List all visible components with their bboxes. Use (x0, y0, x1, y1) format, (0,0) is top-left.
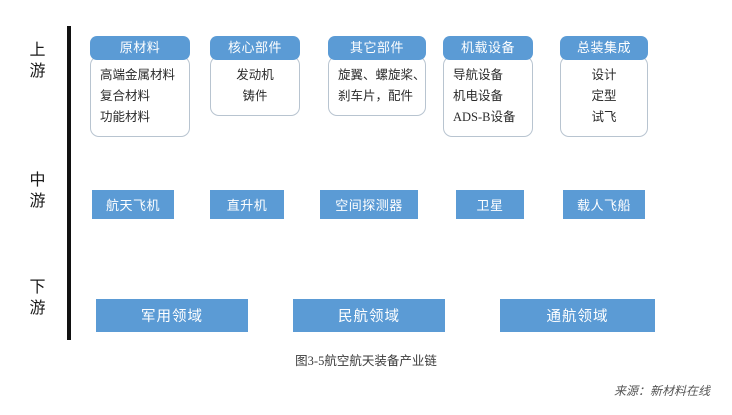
midstream-box-satellite[interactable]: 卫星 (456, 190, 524, 219)
card-item: 高端金属材料 (100, 68, 176, 82)
stage-label-upstream-line2: 游 (29, 63, 47, 80)
card-title: 核心部件 (210, 36, 300, 60)
card-body: 旋翼、螺旋桨、 刹车片，配件 (328, 56, 426, 116)
upstream-card-core-components[interactable]: 核心部件 发动机 铸件 (210, 36, 300, 116)
card-title: 原材料 (90, 36, 190, 60)
card-item: 发动机 (236, 68, 274, 82)
card-item: 定型 (591, 89, 617, 103)
card-title: 其它部件 (328, 36, 426, 60)
card-item: 试飞 (591, 110, 617, 124)
card-item: 机电设备 (453, 89, 504, 103)
card-body: 导航设备 机电设备 ADS-B设备 (443, 56, 533, 137)
upstream-card-onboard-equipment[interactable]: 机载设备 导航设备 机电设备 ADS-B设备 (443, 36, 533, 137)
downstream-box-military[interactable]: 军用领域 (96, 299, 248, 332)
downstream-box-general-aviation[interactable]: 通航领域 (500, 299, 655, 332)
card-item: ADS-B设备 (453, 110, 516, 124)
card-body: 高端金属材料 复合材料 功能材料 (90, 56, 190, 137)
card-item: 刹车片，配件 (338, 89, 414, 103)
card-item: 导航设备 (453, 68, 504, 82)
card-title: 机载设备 (443, 36, 533, 60)
card-item: 设计 (591, 68, 617, 82)
vertical-axis-bar (67, 26, 71, 340)
card-item: 复合材料 (100, 89, 151, 103)
card-title: 总装集成 (560, 36, 648, 60)
stage-label-midstream-line2: 游 (29, 193, 47, 210)
stage-label-midstream: 中 游 (18, 170, 58, 212)
midstream-box-space-shuttle[interactable]: 航天飞机 (92, 190, 174, 219)
figure-source: 来源：新材料在线 (613, 384, 710, 398)
downstream-box-civil-aviation[interactable]: 民航领域 (293, 299, 445, 332)
stage-label-midstream-line1: 中 (29, 172, 47, 189)
card-body: 设计 定型 试飞 (560, 56, 648, 137)
stage-label-downstream: 下 游 (18, 277, 58, 319)
midstream-box-manned-spacecraft[interactable]: 载人飞船 (563, 190, 645, 219)
stage-label-upstream: 上 游 (18, 40, 58, 82)
upstream-card-other-components[interactable]: 其它部件 旋翼、螺旋桨、 刹车片，配件 (328, 36, 426, 116)
midstream-box-helicopter[interactable]: 直升机 (210, 190, 284, 219)
midstream-box-space-probe[interactable]: 空间探测器 (320, 190, 418, 219)
card-body: 发动机 铸件 (210, 56, 300, 116)
stage-label-upstream-line1: 上 (29, 42, 47, 59)
upstream-card-raw-materials[interactable]: 原材料 高端金属材料 复合材料 功能材料 (90, 36, 190, 137)
card-item: 旋翼、螺旋桨、 (338, 68, 426, 82)
stage-label-downstream-line2: 游 (29, 300, 47, 317)
card-item: 功能材料 (100, 110, 151, 124)
figure-caption: 图3-5航空航天装备产业链 (295, 354, 437, 368)
card-item: 铸件 (242, 89, 268, 103)
stage-label-downstream-line1: 下 (29, 279, 47, 296)
upstream-card-final-assembly[interactable]: 总装集成 设计 定型 试飞 (560, 36, 648, 137)
